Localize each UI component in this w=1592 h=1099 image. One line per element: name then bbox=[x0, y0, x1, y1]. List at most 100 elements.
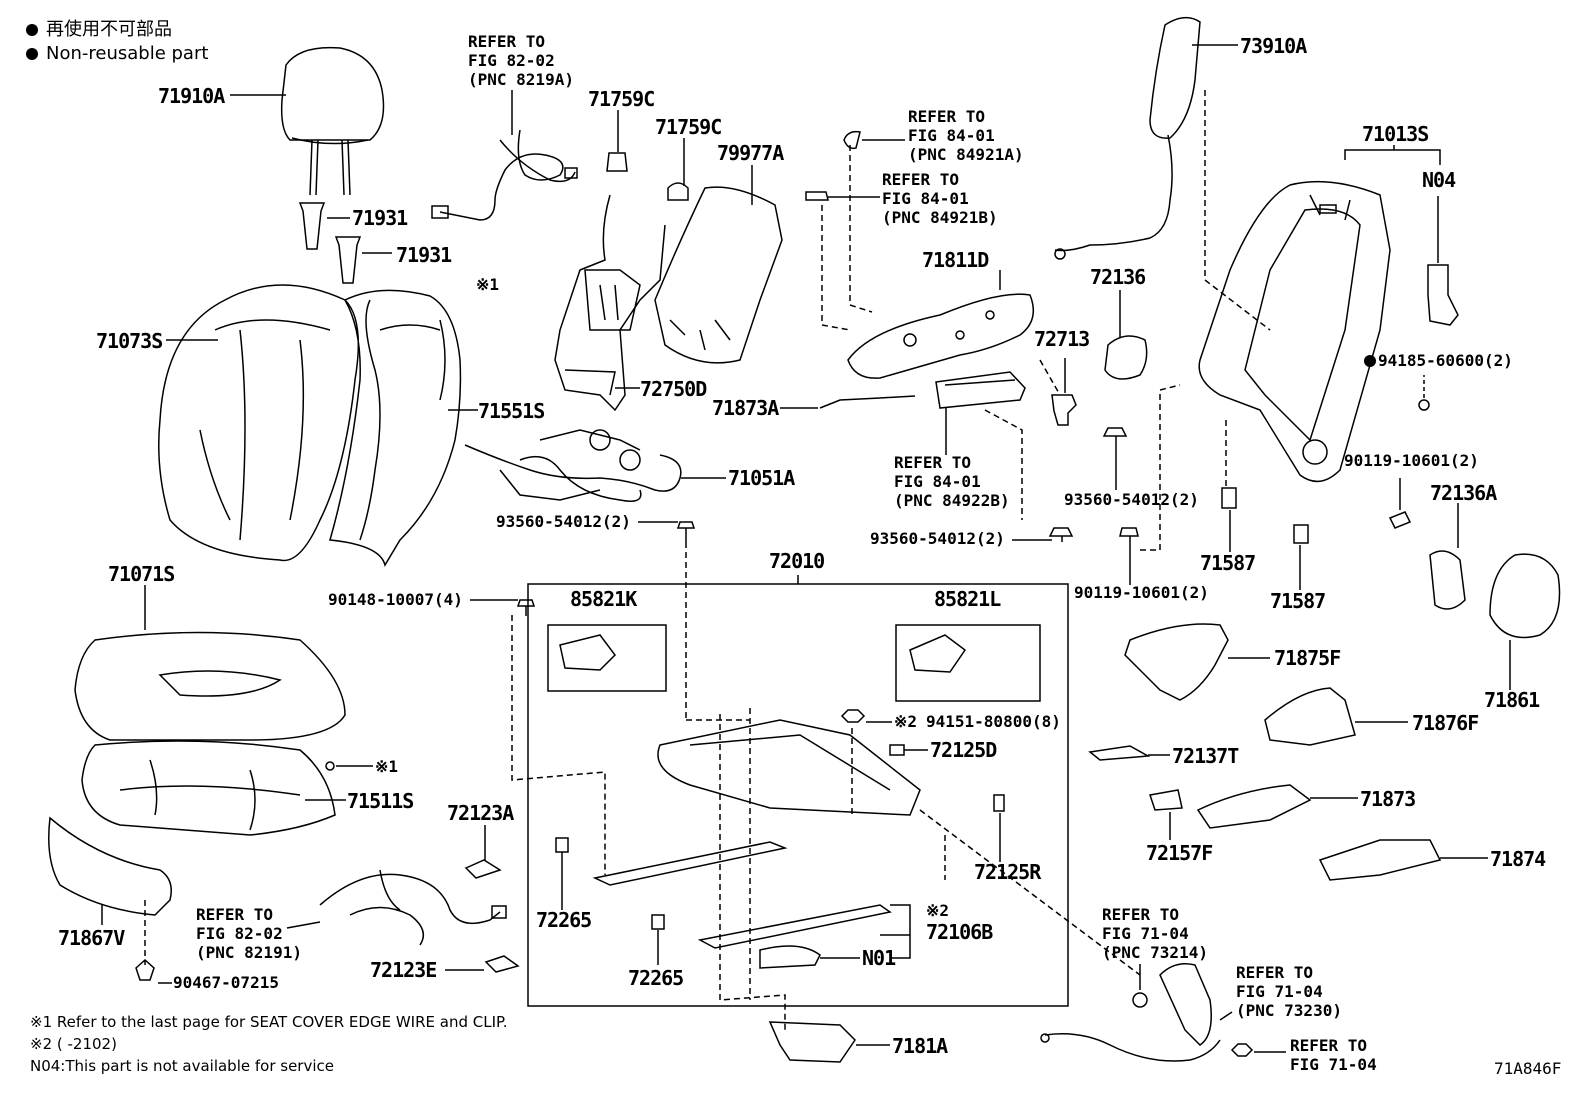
part-93560-54012-b[interactable]: 93560-54012(2) bbox=[1064, 490, 1199, 509]
part-71861[interactable]: 71861 bbox=[1484, 688, 1540, 712]
refer-line: REFER TO bbox=[196, 905, 274, 924]
switch-module-drawing bbox=[935, 371, 1026, 409]
refer-line: (PNC 82191) bbox=[196, 943, 302, 962]
part-7181a[interactable]: 7181A bbox=[892, 1034, 948, 1058]
part-90467-07215[interactable]: 90467-07215 bbox=[173, 973, 279, 992]
seatback-cover-drawing bbox=[158, 284, 360, 562]
part-85821k[interactable]: 85821K bbox=[570, 587, 637, 611]
part-94151-80800[interactable]: 94151-80800(8) bbox=[926, 712, 1061, 731]
refer-line: (PNC 84921A) bbox=[908, 145, 1024, 164]
part-72265-b[interactable]: 72265 bbox=[628, 966, 684, 990]
part-71013s[interactable]: 71013S bbox=[1362, 122, 1429, 146]
part-72136[interactable]: 72136 bbox=[1090, 265, 1146, 289]
seat-track-drawing bbox=[592, 719, 921, 969]
refer-line: FIG 71-04 bbox=[1290, 1055, 1377, 1074]
mark-1-a: ※1 bbox=[476, 275, 500, 294]
part-n04[interactable]: N04 bbox=[1422, 168, 1456, 192]
mark-1-b: ※1 bbox=[375, 757, 399, 776]
refer-line: REFER TO bbox=[468, 32, 546, 51]
part-73910a[interactable]: 73910A bbox=[1240, 34, 1307, 58]
mark-2-a: ※2 bbox=[894, 712, 918, 731]
part-72137t[interactable]: 72137T bbox=[1172, 744, 1239, 768]
part-72750d[interactable]: 72750D bbox=[640, 377, 707, 401]
refer-line: REFER TO bbox=[1236, 963, 1314, 982]
seatback-pad-drawing bbox=[329, 289, 462, 567]
part-72157f[interactable]: 72157F bbox=[1146, 841, 1213, 865]
refer-line: REFER TO bbox=[894, 453, 972, 472]
refer-line: FIG 84-01 bbox=[894, 472, 981, 491]
footnote-3: N04:This part is not available for servi… bbox=[30, 1057, 334, 1075]
refer-line: FIG 84-01 bbox=[908, 126, 995, 145]
refer-line: (PNC 84922B) bbox=[894, 491, 1010, 510]
part-90119-10601-a[interactable]: 90119-10601(2) bbox=[1074, 583, 1209, 602]
mark-2-b: ※2 bbox=[926, 901, 950, 920]
part-71874[interactable]: 71874 bbox=[1490, 847, 1546, 871]
clip-71759c-drawing bbox=[606, 152, 689, 201]
part-71759c-a[interactable]: 71759C bbox=[588, 87, 655, 111]
part-72106b[interactable]: 72106B bbox=[926, 920, 993, 944]
part-94185-60600[interactable]: 94185-60600(2) bbox=[1364, 352, 1513, 370]
refer-line: FIG 84-01 bbox=[882, 189, 969, 208]
part-71931-b[interactable]: 71931 bbox=[396, 243, 452, 267]
refer-line: REFER TO bbox=[908, 107, 986, 126]
refer-line: (PNC 84921B) bbox=[882, 208, 998, 227]
part-79977a[interactable]: 79977A bbox=[717, 141, 784, 165]
part-72125r[interactable]: 72125R bbox=[974, 860, 1041, 884]
seat-cushion-cover-drawing bbox=[74, 631, 346, 741]
part-n01[interactable]: N01 bbox=[862, 946, 896, 970]
part-72123e[interactable]: 72123E bbox=[370, 958, 437, 982]
wire-frame-71051a-drawing bbox=[464, 429, 682, 502]
part-71051a[interactable]: 71051A bbox=[728, 466, 795, 490]
part-71073s[interactable]: 71073S bbox=[96, 329, 163, 353]
part-72713[interactable]: 72713 bbox=[1034, 327, 1090, 351]
legend-line-en: Non-reusable part bbox=[26, 42, 208, 66]
part-71931-a[interactable]: 71931 bbox=[352, 206, 408, 230]
refer-line: FIG 71-04 bbox=[1236, 982, 1323, 1001]
refer-line: (PNC 73214) bbox=[1102, 943, 1208, 962]
part-93560-54012-c[interactable]: 93560-54012(2) bbox=[870, 529, 1005, 548]
part-72010[interactable]: 72010 bbox=[769, 549, 825, 573]
part-71873[interactable]: 71873 bbox=[1360, 787, 1416, 811]
part-71875f[interactable]: 71875F bbox=[1274, 646, 1341, 670]
part-71551s[interactable]: 71551S bbox=[478, 399, 545, 423]
part-93560-54012-a[interactable]: 93560-54012(2) bbox=[496, 512, 631, 531]
part-85821l[interactable]: 85821L bbox=[934, 587, 1001, 611]
lumbar-frame-drawing bbox=[554, 194, 666, 412]
bullet-dot-icon bbox=[26, 48, 38, 60]
bullet-dot-icon bbox=[26, 24, 38, 36]
refer-line: REFER TO bbox=[1290, 1036, 1368, 1055]
legend-text-en: Non-reusable part bbox=[46, 43, 209, 64]
part-71910a[interactable]: 71910A bbox=[158, 84, 225, 108]
part-90148-10007[interactable]: 90148-10007(4) bbox=[328, 590, 463, 609]
legend-text-jp: 再使用不可部品 bbox=[46, 19, 172, 40]
legend-line-jp: 再使用不可部品 bbox=[26, 18, 172, 42]
part-71873a[interactable]: 71873A bbox=[712, 396, 779, 420]
part-71876f[interactable]: 71876F bbox=[1412, 711, 1479, 735]
part-72265-a[interactable]: 72265 bbox=[536, 908, 592, 932]
refer-line: FIG 82-02 bbox=[468, 51, 555, 70]
part-71867v[interactable]: 71867V bbox=[58, 926, 125, 950]
refer-line: (PNC 8219A) bbox=[468, 70, 574, 89]
part-72136a[interactable]: 72136A bbox=[1430, 481, 1497, 505]
part-71587-a[interactable]: 71587 bbox=[1200, 551, 1256, 575]
side-airbag-drawing bbox=[1054, 16, 1201, 260]
side-trims-drawing bbox=[1088, 623, 1442, 881]
part-90119-10601-b[interactable]: 90119-10601(2) bbox=[1344, 451, 1479, 470]
part-71511s[interactable]: 71511S bbox=[347, 789, 414, 813]
part-71071s[interactable]: 71071S bbox=[108, 562, 175, 586]
part-72125d[interactable]: 72125D bbox=[930, 738, 997, 762]
part-71811d[interactable]: 71811D bbox=[922, 248, 989, 272]
part-72123a[interactable]: 72123A bbox=[447, 801, 514, 825]
part-71759c-b[interactable]: 71759C bbox=[655, 115, 722, 139]
part-71587-b[interactable]: 71587 bbox=[1270, 589, 1326, 613]
refer-line: REFER TO bbox=[882, 170, 960, 189]
